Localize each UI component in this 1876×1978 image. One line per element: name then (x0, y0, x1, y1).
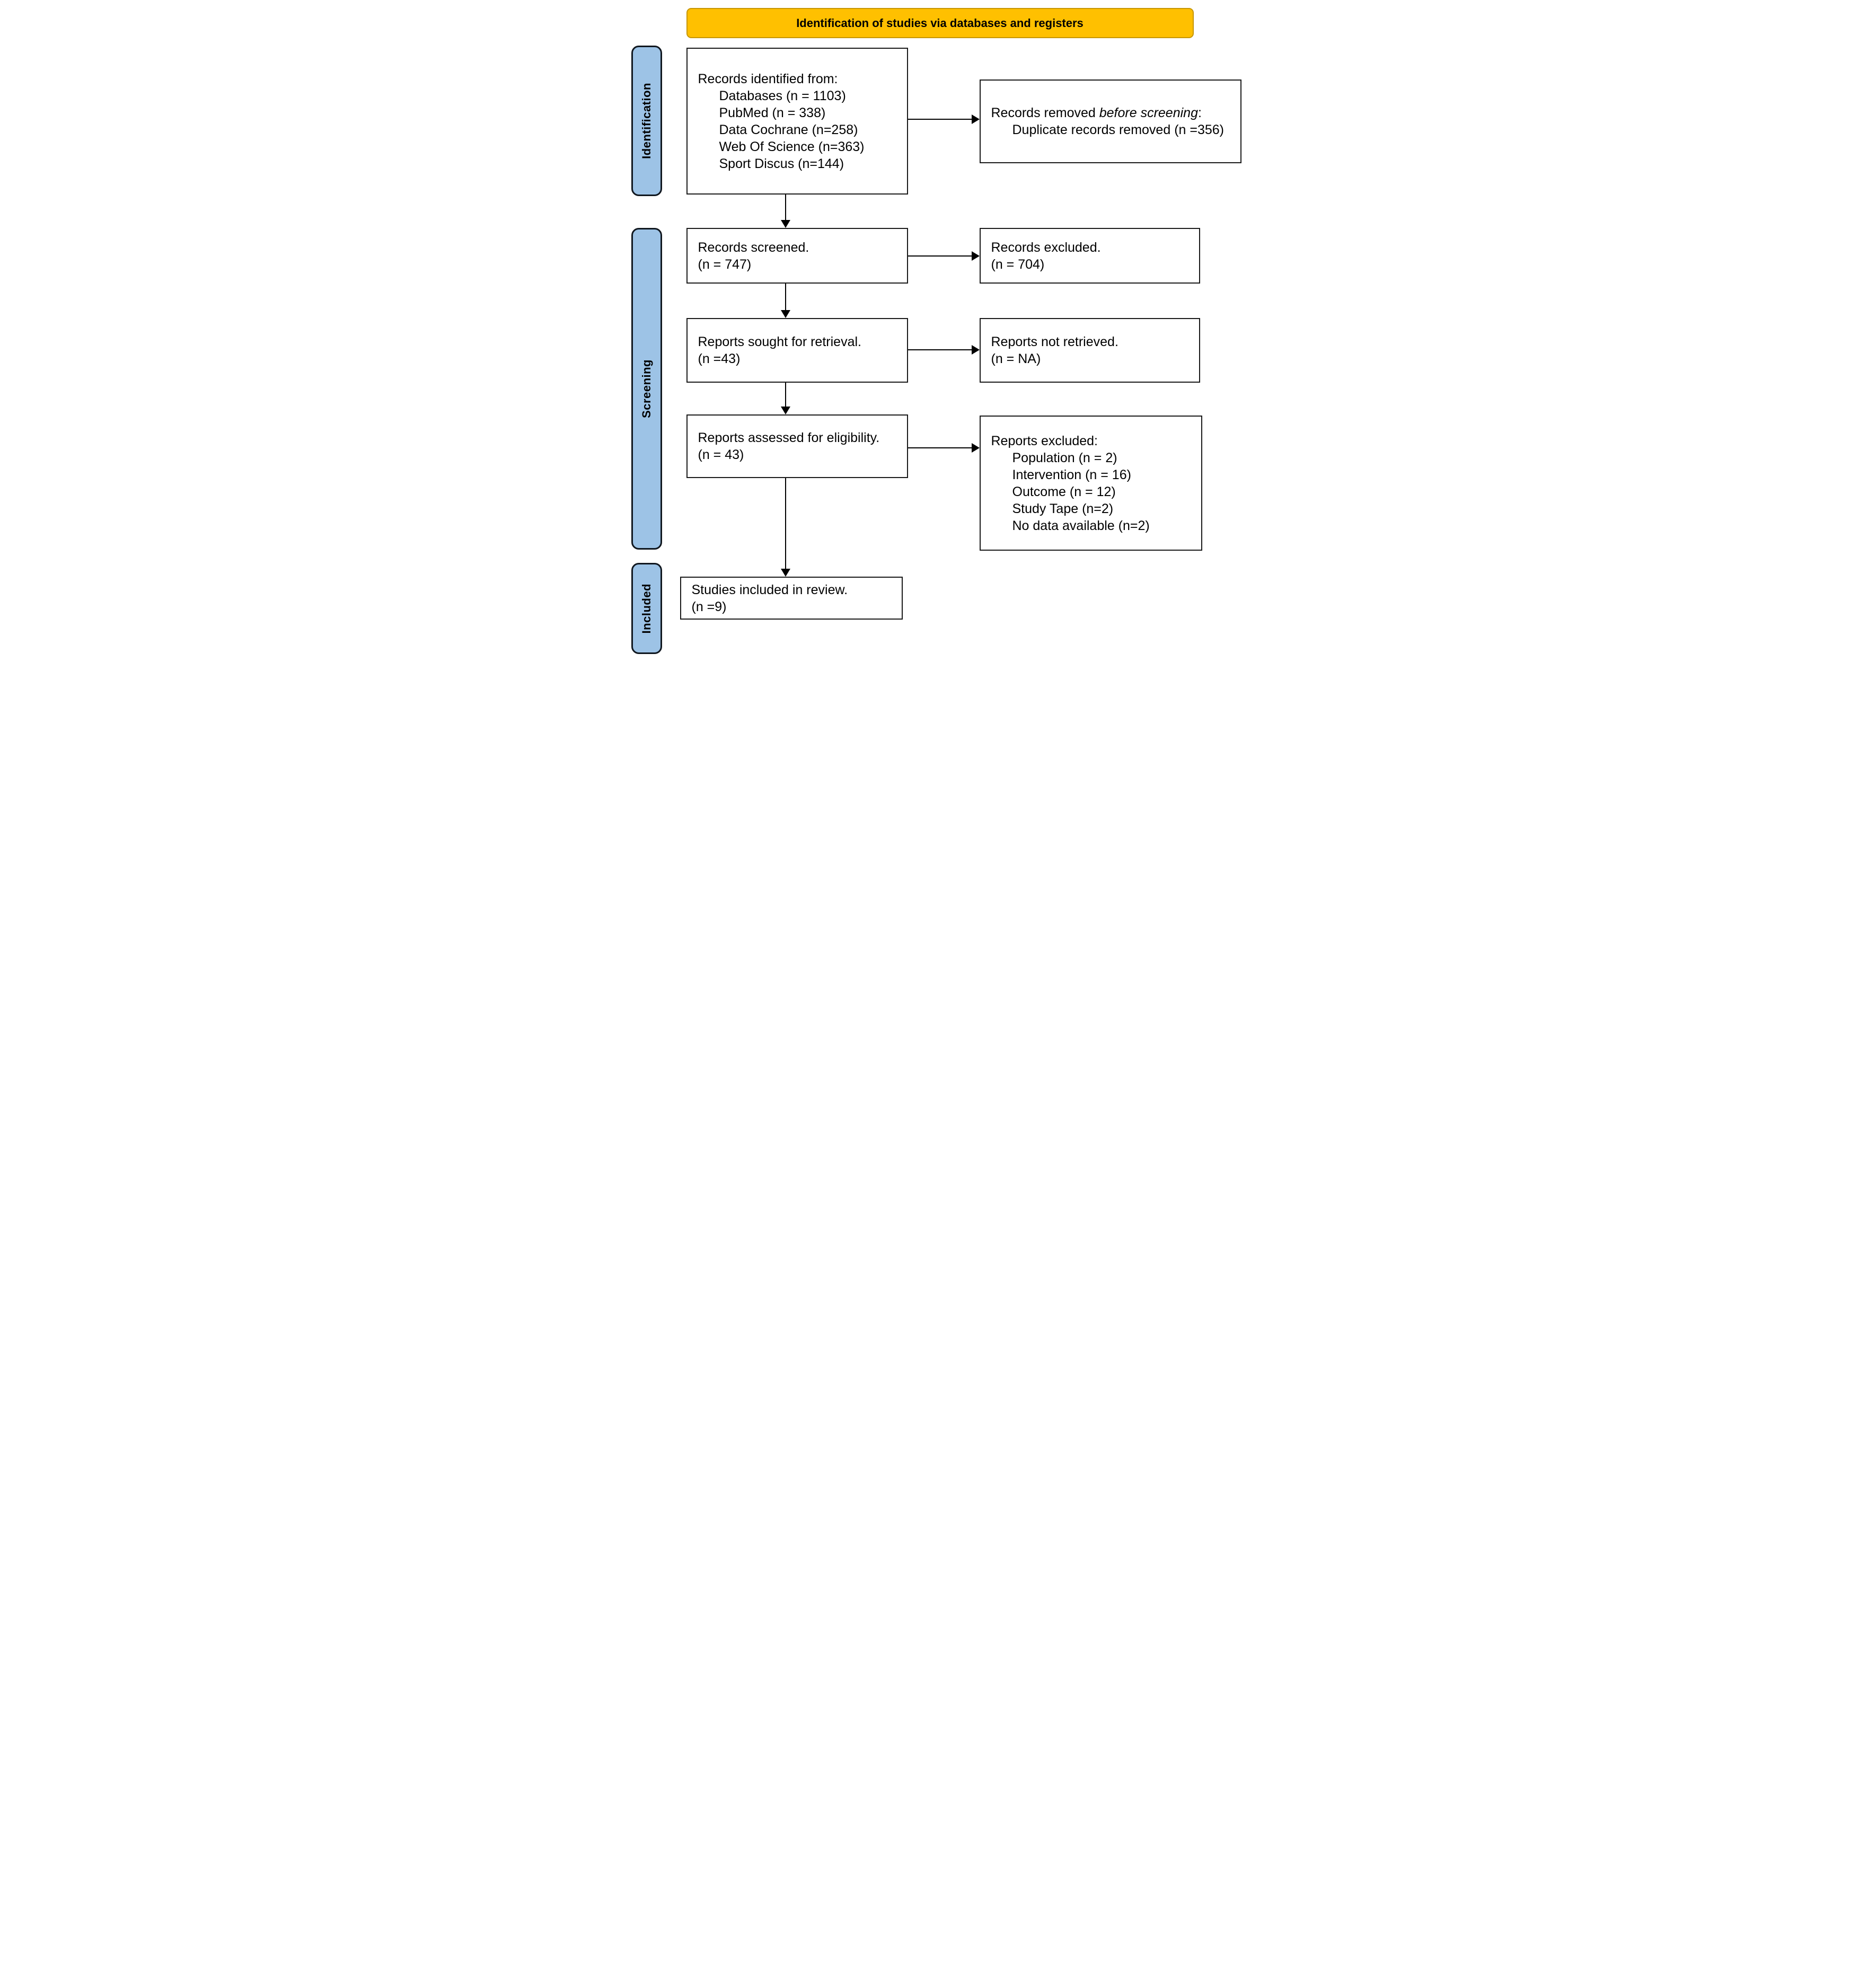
arrowhead-right-icon (971, 114, 980, 124)
list-item: Population (n = 2) (1012, 450, 1117, 465)
list-item: PubMed (n = 338) (719, 105, 826, 120)
box-studies-included-count: (n =9) (691, 599, 727, 614)
arrowhead-down-icon (780, 407, 790, 414)
list-item: Study Tape (n=2) (1012, 501, 1114, 516)
box-reports-excluded-title: Reports excluded: (991, 433, 1098, 448)
list-item: Databases (n = 1103) (719, 88, 846, 103)
box-reports-assessed-title: Reports assessed for eligibility. (698, 430, 880, 445)
stage-label-identification-text: Identification (639, 83, 653, 159)
box-studies-included-title: Studies included in review. (691, 582, 848, 597)
box-reports-not-retrieved-count: (n = NA) (991, 351, 1041, 366)
list-item: Web Of Science (n=363) (719, 139, 865, 154)
list-item: Data Cochrane (n=258) (719, 122, 858, 137)
box-reports-sought-title: Reports sought for retrieval. (698, 334, 861, 349)
banner-title: Identification of studies via databases … (796, 16, 1084, 30)
arrowhead-right-icon (971, 345, 980, 355)
arrow-screened-to-sought (785, 284, 786, 311)
box-records-removed-title: Records removed before screening: (991, 104, 1235, 121)
box-records-identified-title: Records identified from: (698, 71, 838, 86)
box-records-excluded-title: Records excluded. (991, 240, 1101, 255)
box-reports-sought-count: (n =43) (698, 351, 741, 366)
box-records-screened-count: (n = 747) (698, 257, 752, 272)
box-reports-not-retrieved: Reports not retrieved. (n = NA) (979, 318, 1200, 383)
list-item: Duplicate records removed (n =356) (1012, 122, 1225, 137)
records-removed-prefix: Records removed (991, 105, 1099, 120)
box-records-excluded-count: (n = 704) (991, 257, 1045, 272)
box-records-screened-title: Records screened. (698, 240, 809, 255)
box-records-identified: Records identified from: Databases (n = … (686, 48, 908, 195)
list-item: Sport Discus (n=144) (719, 156, 844, 171)
arrow-identified-to-removed (908, 119, 973, 120)
box-reports-excluded: Reports excluded: Population (n = 2) Int… (979, 416, 1202, 551)
box-reports-sought: Reports sought for retrieval. (n =43) (686, 318, 908, 383)
box-studies-included: Studies included in review. (n =9) (680, 577, 903, 620)
stage-label-screening: Screening (631, 228, 662, 550)
prisma-flow-diagram: Identification of studies via databases … (625, 0, 1251, 659)
arrow-sought-to-assessed (785, 383, 786, 408)
records-removed-italic: before screening (1099, 105, 1198, 120)
stage-label-screening-text: Screening (639, 359, 653, 418)
arrow-assessed-to-reports-excluded (908, 447, 973, 448)
arrowhead-down-icon (780, 569, 790, 577)
box-records-excluded: Records excluded. (n = 704) (979, 228, 1200, 284)
stage-label-identification: Identification (631, 46, 662, 196)
arrow-screened-to-excluded (908, 255, 973, 257)
arrow-identified-to-screened (785, 195, 786, 221)
records-removed-suffix: : (1197, 105, 1202, 120)
box-records-removed: Records removed before screening: Duplic… (979, 80, 1241, 163)
box-reports-assessed-count: (n = 43) (698, 447, 744, 462)
box-reports-not-retrieved-title: Reports not retrieved. (991, 334, 1118, 349)
arrowhead-right-icon (971, 251, 980, 261)
box-reports-assessed: Reports assessed for eligibility. (n = 4… (686, 414, 908, 478)
list-item: No data available (n=2) (1012, 518, 1150, 533)
banner: Identification of studies via databases … (686, 8, 1194, 38)
arrowhead-right-icon (971, 443, 980, 453)
arrowhead-down-icon (780, 220, 790, 228)
list-item: Outcome (n = 12) (1012, 484, 1116, 499)
box-records-screened: Records screened. (n = 747) (686, 228, 908, 284)
arrowhead-down-icon (780, 310, 790, 318)
arrow-sought-to-not-retrieved (908, 349, 973, 350)
list-item: Intervention (n = 16) (1012, 467, 1131, 482)
stage-label-included: Included (631, 563, 662, 654)
arrow-assessed-to-included (785, 478, 786, 570)
stage-label-included-text: Included (639, 583, 653, 634)
